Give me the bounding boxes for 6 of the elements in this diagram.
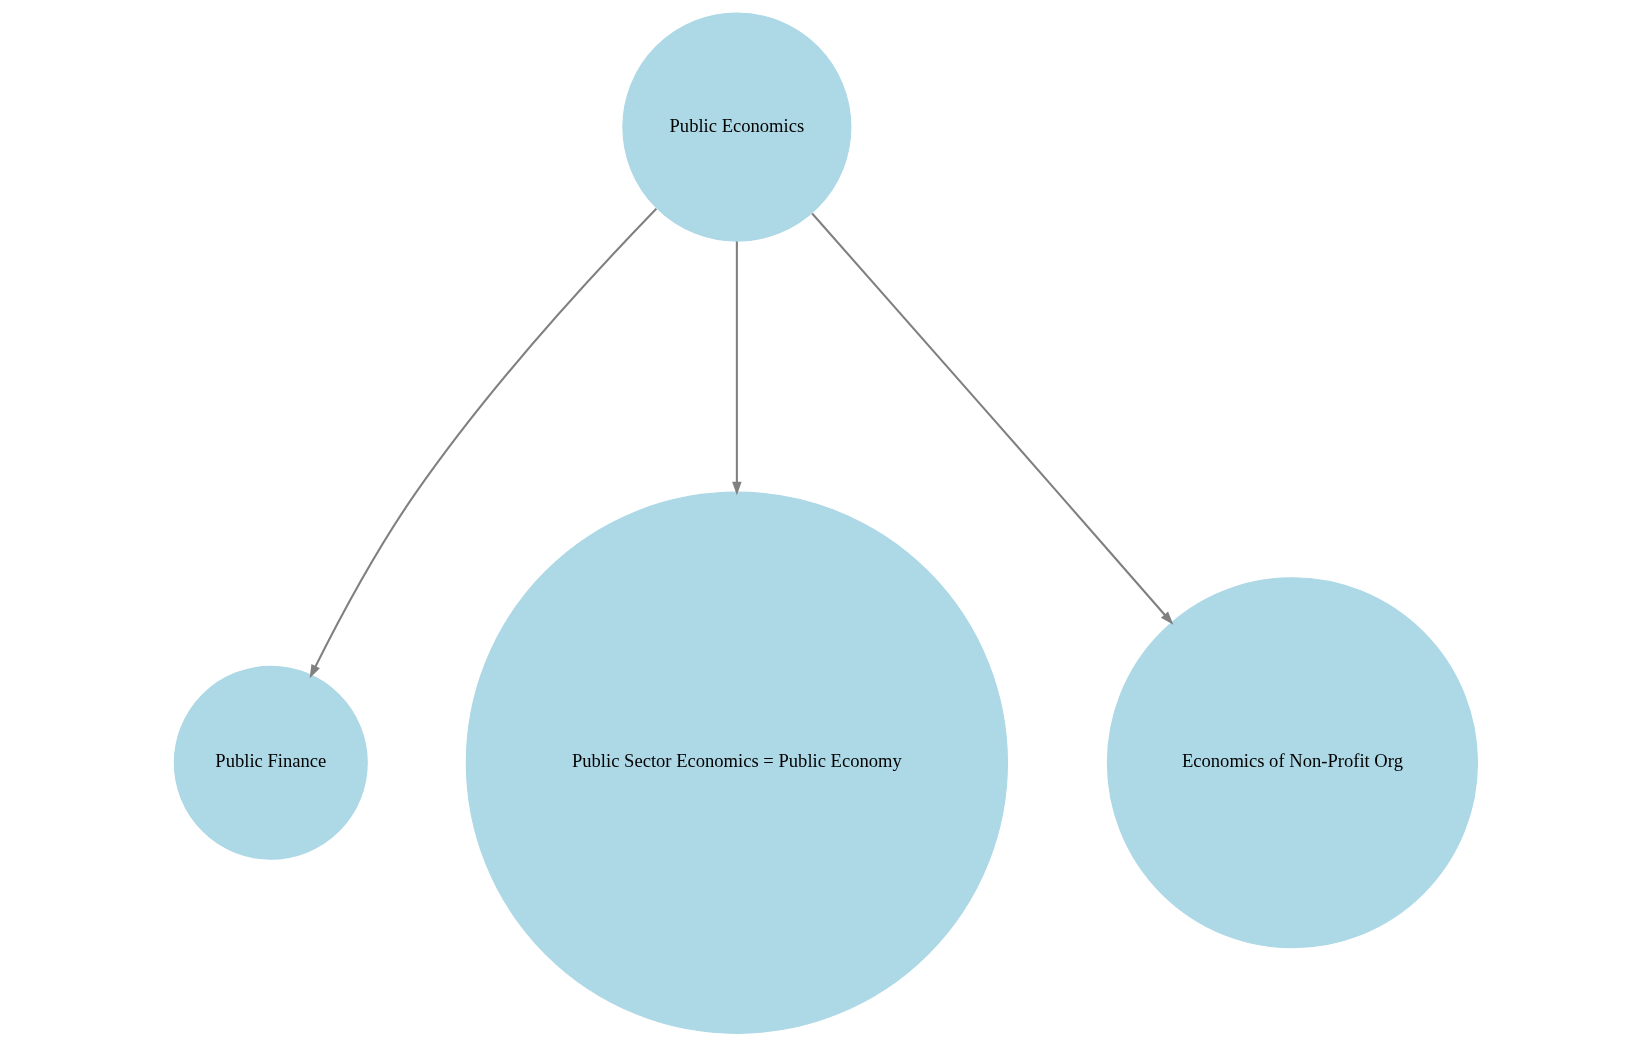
node-circle: Economics of Non-Profit Org xyxy=(1106,577,1479,949)
arrow xyxy=(309,208,658,679)
arrow xyxy=(732,241,742,496)
node-circle: Public Sector Economics = Public Economy xyxy=(465,491,1008,1034)
arrow xyxy=(811,212,1174,625)
node-circle: Public Economics xyxy=(622,12,852,242)
